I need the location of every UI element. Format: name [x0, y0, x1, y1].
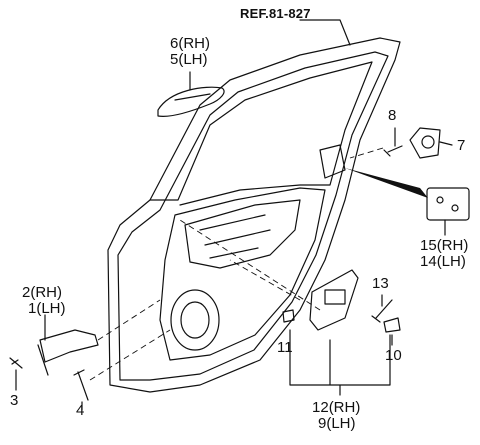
latch-wedge [345, 168, 428, 198]
callout-14: 14(LH) [420, 254, 466, 270]
callout-2-side: (RH) [30, 284, 62, 301]
dashed-guide [349, 147, 384, 159]
screw-13 [371, 299, 393, 323]
callout-8: 8 [388, 107, 397, 124]
callout-12: 12(RH) [312, 400, 360, 416]
callout-6-num: 6 [170, 35, 179, 52]
callout-12-num: 12 [312, 399, 329, 416]
callout-5-side: (LH) [178, 51, 208, 68]
callout-1-num: 1 [28, 300, 37, 317]
callout-1-side: (LH) [36, 300, 66, 317]
leader-7 [439, 141, 453, 146]
callout-9: 9(LH) [318, 416, 356, 432]
dashed-guide [89, 329, 171, 381]
bolt-4 [73, 369, 89, 401]
door-latch [426, 187, 470, 221]
callout-15-num: 15 [420, 237, 437, 254]
window-regulator [184, 199, 301, 269]
callout-10: 10 [385, 347, 402, 364]
callout-15: 15(RH) [420, 238, 468, 254]
callout-9-side: (LH) [326, 415, 356, 432]
dashed-guide [97, 299, 161, 341]
speaker [170, 289, 220, 351]
callout-15-side: (RH) [436, 237, 469, 254]
ref-label: REF.81-827 [240, 6, 311, 21]
door-check [39, 329, 99, 363]
cap-10 [383, 317, 401, 333]
callout-11: 11 [277, 339, 293, 356]
callout-7: 7 [457, 137, 466, 154]
callout-1: 1(LH) [28, 301, 66, 317]
callout-14-num: 14 [420, 253, 437, 270]
callout-6-side: (RH) [178, 35, 210, 52]
callout-3: 3 [10, 392, 19, 409]
screw-8 [383, 145, 403, 157]
lock-cylinder [409, 127, 441, 159]
clip-11 [282, 309, 295, 323]
dashed-guide [229, 259, 301, 301]
inner-panel [159, 187, 326, 361]
callout-4: 4 [76, 402, 85, 419]
bolt-3 [9, 357, 23, 369]
outside-handle [157, 86, 225, 117]
callout-5-num: 5 [170, 51, 179, 68]
callout-12-side: (RH) [328, 399, 361, 416]
callout-2-num: 2 [22, 284, 31, 301]
door-inner-edge [117, 51, 389, 381]
callout-2: 2(RH) [22, 285, 62, 301]
door-outer-panel [107, 37, 401, 393]
callout-9-num: 9 [318, 415, 327, 432]
callout-14-side: (LH) [436, 253, 466, 270]
callout-6: 6(RH) [170, 36, 210, 52]
dashed-guide [179, 219, 321, 311]
leader-9-12 [289, 329, 391, 396]
ref-leader [299, 19, 351, 46]
window-frame [149, 61, 373, 206]
inside-handle [309, 269, 359, 331]
door-latch-area [319, 144, 346, 179]
callout-5: 5(LH) [170, 52, 208, 68]
callout-13: 13 [372, 275, 389, 292]
